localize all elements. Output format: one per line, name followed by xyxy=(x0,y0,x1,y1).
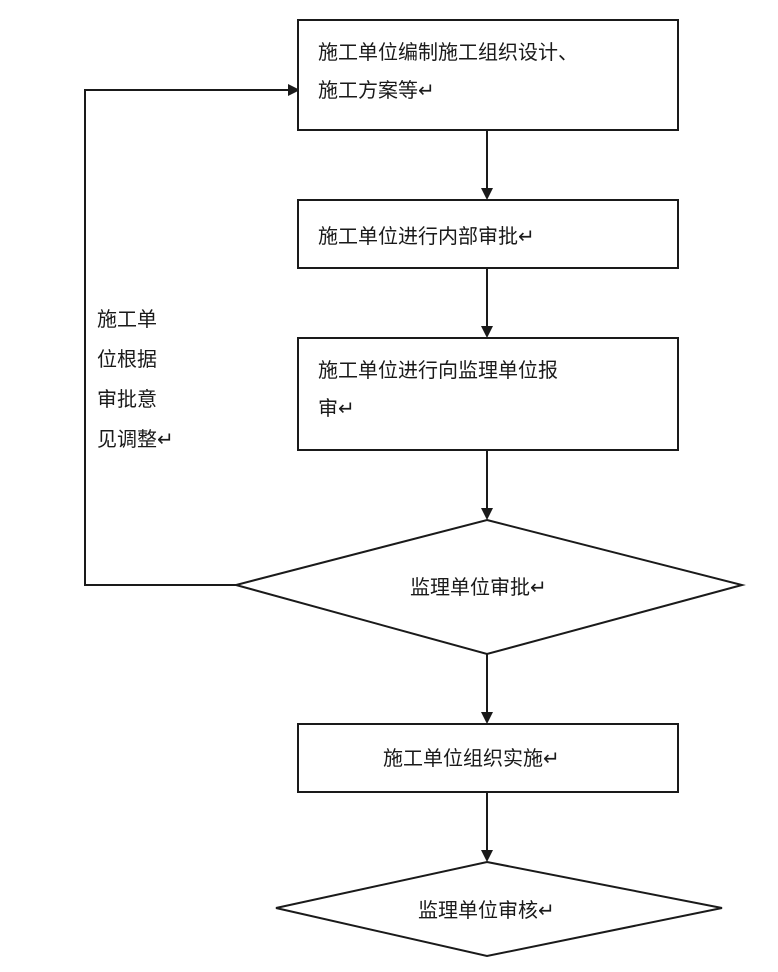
node-step2-box xyxy=(297,199,679,269)
node-step1-box xyxy=(297,19,679,131)
edge-feedback-loop xyxy=(84,84,300,586)
step2-label: 施工单位进行内部审批↵ xyxy=(318,224,535,248)
node-step3-box xyxy=(297,337,679,451)
step3-label-line2: 审↵ xyxy=(318,396,355,420)
step3-label-line1: 施工单位进行向监理单位报 xyxy=(318,358,558,382)
feedback-label-line2: 位根据 xyxy=(97,347,157,371)
step4-label: 施工单位组织实施↵ xyxy=(383,746,560,770)
node-step4-box xyxy=(297,723,679,793)
feedback-label-line4: 见调整↵ xyxy=(97,427,174,451)
node-decision2-diamond xyxy=(275,860,723,958)
feedback-label-line1: 施工单 xyxy=(97,307,157,331)
step1-label-line2: 施工方案等↵ xyxy=(318,78,435,102)
node-decision1-diamond xyxy=(232,518,746,656)
decision2-label: 监理单位审核↵ xyxy=(418,898,555,922)
feedback-label-line3: 审批意 xyxy=(97,387,157,411)
decision1-label: 监理单位审批↵ xyxy=(410,575,547,599)
step1-label-line1: 施工单位编制施工组织设计、 xyxy=(318,40,578,64)
